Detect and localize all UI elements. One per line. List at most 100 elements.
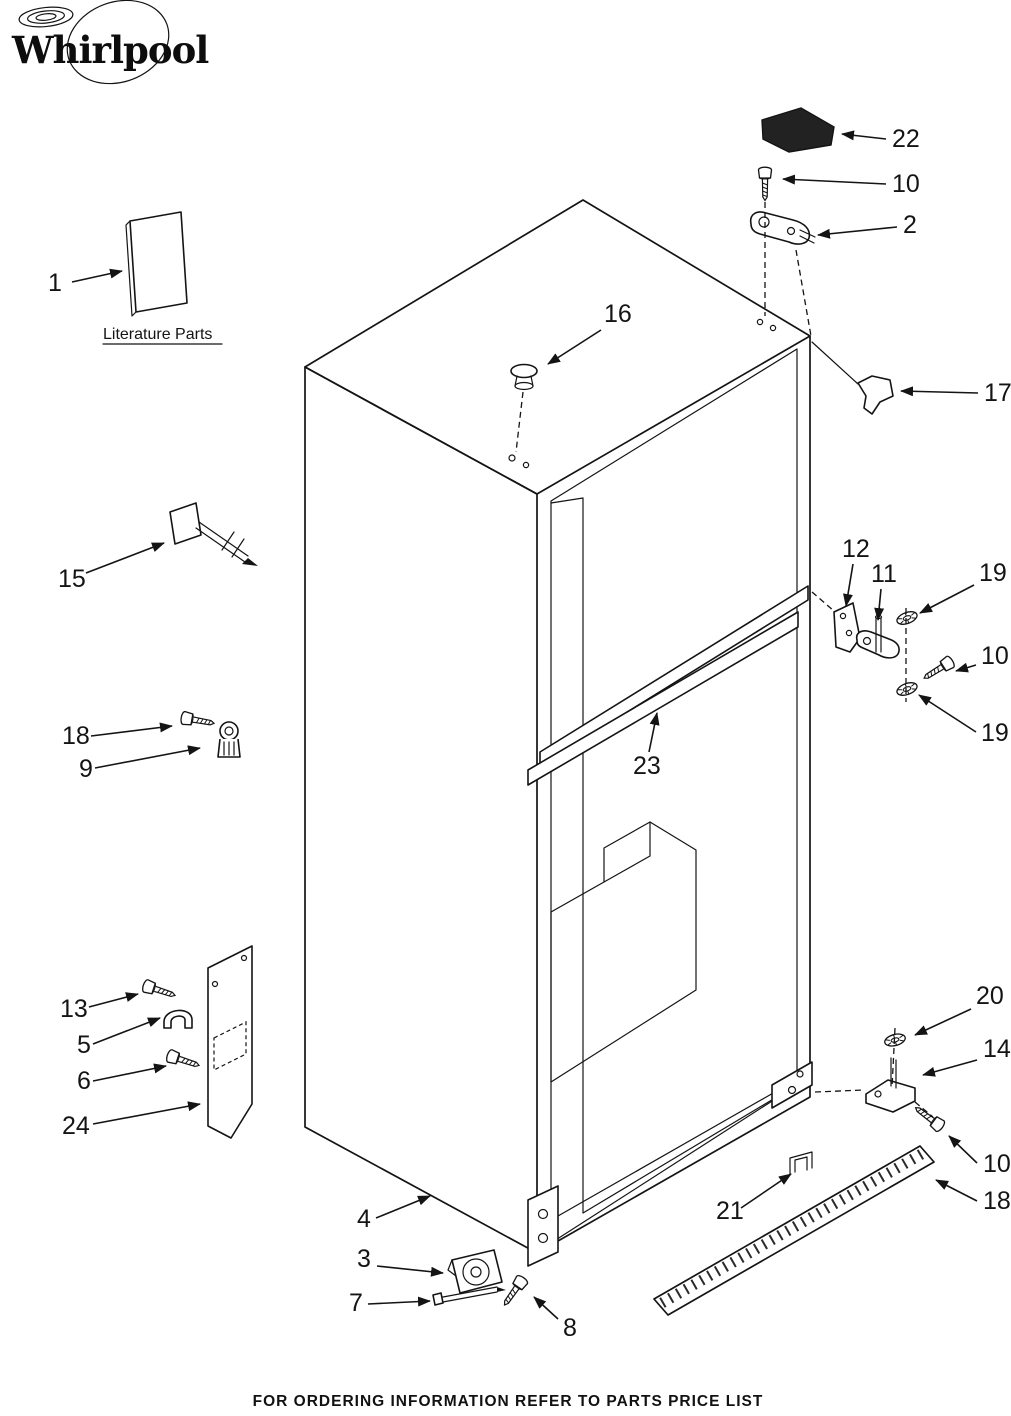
alignment-leader-lines — [515, 202, 934, 1118]
callout-2-arrow — [817, 226, 898, 239]
callout-10-label: 10 — [892, 170, 920, 198]
callout-19-arrow — [919, 584, 975, 614]
callout-22-label: 22 — [892, 125, 920, 153]
whirlpool-swirl-icon — [18, 0, 170, 85]
part-22-hinge-cover — [761, 107, 835, 153]
callout-9-arrow — [94, 745, 201, 769]
part-6-screw — [164, 1048, 202, 1073]
callout-13-label: 13 — [60, 995, 88, 1023]
callout-19-label: 19 — [981, 719, 1009, 747]
whirlpool-logo: Whirlpool — [11, 0, 210, 85]
callout-21-label: 21 — [716, 1197, 744, 1225]
part-10-screw-top — [757, 166, 773, 202]
callout-9-label: 9 — [79, 755, 93, 783]
part-15-handle-screw — [169, 502, 258, 566]
cabinet-front-edges — [536, 335, 811, 1254]
callout-21-arrow — [740, 1173, 792, 1209]
callout-19-arrow — [918, 694, 977, 733]
part-8-screw — [498, 1273, 530, 1310]
callout-1-arrow — [71, 268, 123, 283]
callout-18-label: 18 — [62, 722, 90, 750]
part-24-plate — [207, 945, 253, 1139]
callout-15-arrow — [85, 542, 165, 574]
callout-16-arrow — [547, 329, 602, 365]
callout-10-label: 10 — [983, 1150, 1011, 1178]
part-9-grommet — [217, 721, 241, 758]
part-3-roller — [447, 1249, 503, 1294]
callout-6-label: 6 — [77, 1067, 91, 1095]
callout-13-arrow — [88, 992, 139, 1008]
callout-20-arrow — [914, 1008, 972, 1036]
callout-18-arrow — [90, 722, 173, 737]
callout-12-label: 12 — [842, 535, 870, 563]
callout-10-arrow — [782, 174, 887, 185]
callout-4-arrow — [375, 1195, 431, 1219]
callout-5-arrow — [92, 1017, 161, 1045]
callout-11-arrow — [874, 588, 885, 621]
cabinet-side-panel — [304, 366, 538, 1254]
callout-3-label: 3 — [357, 1245, 371, 1273]
callout-16-label: 16 — [604, 300, 632, 328]
part-5-clamp — [163, 1009, 193, 1029]
callout-24-arrow — [92, 1101, 201, 1125]
callout-5-label: 5 — [77, 1031, 91, 1059]
callout-14-arrow — [922, 1059, 978, 1077]
callout-8-arrow — [533, 1296, 559, 1320]
literature-parts-label: Literature Parts — [103, 326, 212, 343]
cabinet-assembly — [304, 199, 813, 1267]
part-2-top-hinge — [749, 211, 816, 245]
part-18-grille — [653, 1145, 935, 1316]
part-10-screw-right — [920, 654, 957, 685]
callout-17-arrow — [900, 386, 979, 397]
compressor-hump — [550, 821, 697, 1083]
callout-23-arrow — [648, 712, 660, 753]
callout-10-label: 10 — [981, 642, 1009, 670]
cabinet-top-face — [304, 199, 811, 495]
callout-24-label: 24 — [62, 1112, 90, 1140]
literature-parts-card: Literature Parts — [102, 211, 223, 345]
brand-wordmark: Whirlpool — [11, 28, 209, 72]
part-19-washer-bottom — [894, 679, 920, 699]
callout-15-label: 15 — [58, 565, 86, 593]
part-19-washer-top — [894, 608, 920, 628]
freezer-divider-strip — [539, 585, 809, 767]
callout-4-label: 4 — [357, 1205, 371, 1233]
callout-3-arrow — [376, 1265, 444, 1277]
callout-17-label: 17 — [984, 379, 1011, 407]
part-23-rail — [527, 611, 799, 786]
callout-22-arrow — [841, 130, 887, 141]
part-14-bracket — [865, 1057, 916, 1113]
part-12-bracket — [833, 602, 861, 653]
callout-10-arrow — [948, 1135, 978, 1164]
part-21-clip — [789, 1151, 813, 1175]
callout-12-arrow — [843, 563, 854, 607]
corner-bracket-right — [771, 1061, 813, 1109]
part-11-center-hinge — [855, 614, 900, 659]
callout-8-label: 8 — [563, 1314, 577, 1342]
cabinet-bottom-rail — [536, 1071, 811, 1233]
footer-note: FOR ORDERING INFORMATION REFER TO PARTS … — [253, 1393, 764, 1410]
callout-6-arrow — [92, 1063, 167, 1082]
callout-23-label: 23 — [633, 752, 661, 780]
top-face-holes — [508, 318, 777, 469]
corner-foot-plate — [527, 1185, 559, 1267]
callout-14-label: 14 — [983, 1035, 1011, 1063]
cabinet-interior-corner — [550, 497, 796, 1214]
part-13-screw — [140, 978, 178, 1003]
callout-7-label: 7 — [349, 1289, 363, 1317]
callout-20-label: 20 — [976, 982, 1004, 1010]
callout-11-label: 11 — [871, 560, 897, 588]
callout-1-label: 1 — [48, 269, 62, 297]
callout-7-arrow — [367, 1296, 431, 1307]
part-17-clip — [857, 375, 894, 415]
part-18-screw-left — [179, 710, 216, 731]
part-16-plug — [510, 363, 538, 391]
callout-18-label: 18 — [983, 1187, 1011, 1215]
callout-10-arrow — [955, 662, 977, 673]
callout-2-label: 2 — [903, 211, 917, 239]
callout-18-arrow — [935, 1179, 978, 1202]
cabinet-opening-frame — [550, 348, 798, 1244]
